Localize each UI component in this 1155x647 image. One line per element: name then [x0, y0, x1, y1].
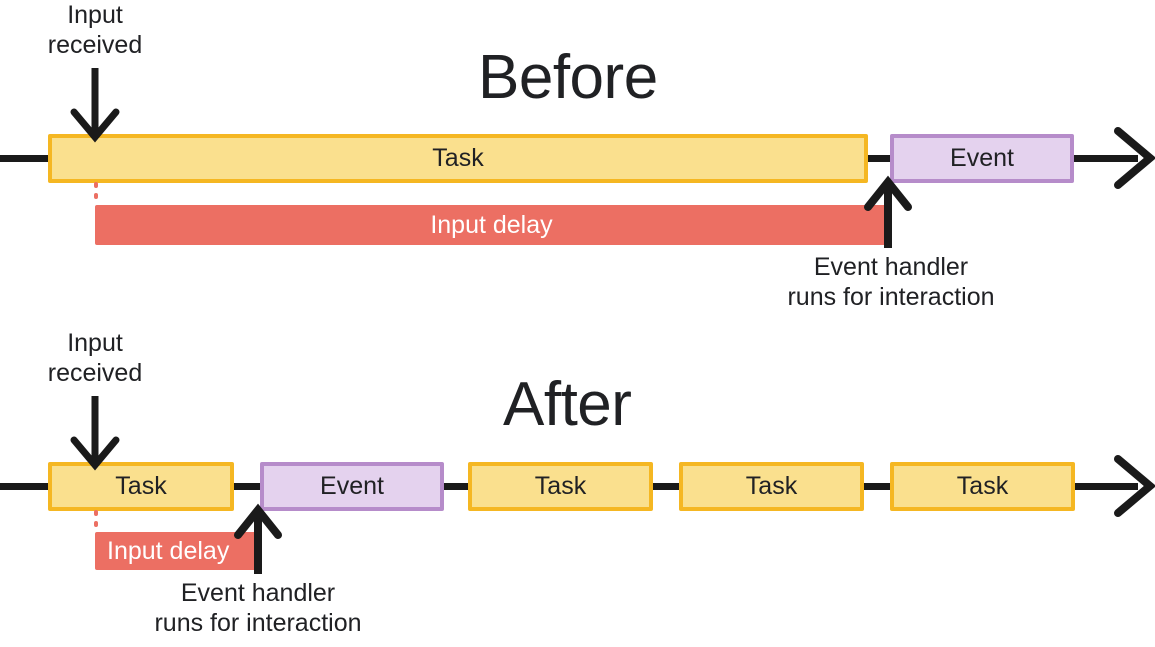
after-event-handler-label: Event handler runs for interaction [154, 579, 362, 637]
after-event-label: Event [320, 472, 384, 500]
after-task-label-2: Task [534, 472, 587, 500]
after-input-received-arrow [70, 396, 120, 471]
before-input-received-label: Input received [47, 1, 143, 59]
after-task-label-3: Task [745, 472, 798, 500]
after-task-block-3[interactable]: Task [679, 462, 864, 511]
after-axis-seg-4 [860, 483, 894, 490]
after-task-block-4[interactable]: Task [890, 462, 1075, 511]
before-input-delay-bar[interactable]: Input delay [95, 205, 888, 245]
after-task-label-4: Task [956, 472, 1009, 500]
after-axis-seg-3 [649, 483, 683, 490]
after-task-block-2[interactable]: Task [468, 462, 653, 511]
after-input-delay-bar[interactable]: Input delay [95, 532, 258, 570]
after-event-block[interactable]: Event [260, 462, 444, 511]
after-task-block-1[interactable]: Task [48, 462, 234, 511]
before-axis-mid-segment [864, 155, 894, 162]
before-event-label: Event [950, 144, 1014, 172]
after-input-delay-label: Input delay [107, 536, 230, 565]
before-input-received-arrow [70, 68, 120, 143]
before-task-label: Task [432, 144, 484, 172]
before-axis-right-segment [1070, 155, 1138, 162]
after-title: After [503, 370, 632, 439]
after-input-received-label: Input received [47, 329, 143, 387]
before-axis-left-stub [0, 155, 52, 162]
before-input-delay-label: Input delay [430, 210, 553, 239]
after-axis-seg-1 [230, 483, 264, 490]
before-title: Before [478, 43, 658, 112]
after-axis-left-stub [0, 483, 52, 490]
after-task-label-1: Task [115, 472, 167, 500]
before-task-block[interactable]: Task [48, 134, 868, 183]
before-event-handler-label: Event handler runs for interaction [787, 253, 995, 311]
after-axis-seg-2 [440, 483, 472, 490]
after-axis-seg-5 [1071, 483, 1138, 490]
before-event-block[interactable]: Event [890, 134, 1074, 183]
